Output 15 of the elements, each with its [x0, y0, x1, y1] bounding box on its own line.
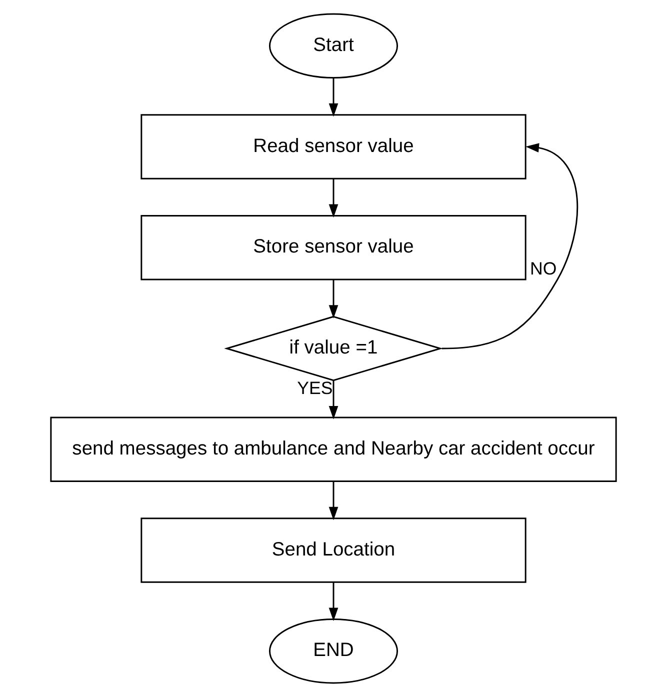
node-box: Read sensor value — [140, 114, 526, 180]
node-ellipse: Start — [268, 13, 398, 79]
node-box: Send Location — [140, 518, 526, 583]
arrow — [442, 143, 578, 350]
node-ellipse: END — [268, 618, 398, 684]
node-diamond: if value =1 — [224, 316, 443, 382]
arrow — [328, 481, 338, 520]
arrow — [328, 582, 338, 622]
arrow — [328, 380, 338, 420]
node-box: Store sensor value — [140, 215, 526, 280]
node-box: send messages to ambulance and Nearby car accident occur — [50, 416, 617, 482]
edge-label: NO — [530, 258, 557, 278]
arrow — [328, 178, 338, 218]
arrow — [328, 78, 338, 117]
arrow — [328, 280, 338, 318]
